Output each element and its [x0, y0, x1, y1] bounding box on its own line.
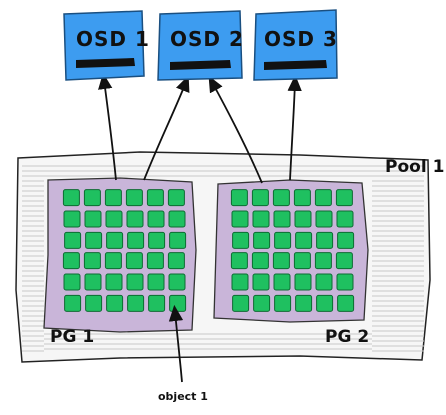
object-cell — [295, 231, 313, 249]
object-cell — [230, 189, 248, 207]
osd-2-bar — [170, 60, 231, 70]
object-cell — [252, 210, 270, 228]
arrow-pg2-osd2 — [208, 75, 263, 184]
osd-1-bar — [76, 58, 135, 68]
object-cell — [83, 252, 101, 270]
object-cell — [251, 189, 269, 207]
osd-2: OSD 2 — [157, 10, 244, 81]
object-cell — [64, 231, 82, 249]
object-cell — [293, 189, 311, 207]
object-cell — [125, 189, 143, 207]
object-cell — [104, 252, 122, 270]
object-cell — [232, 294, 250, 312]
object-cell — [336, 210, 354, 228]
object-cell — [273, 210, 291, 228]
object-cell — [125, 252, 143, 270]
pg-2: PG 2 — [213, 179, 369, 347]
object-cell — [62, 252, 80, 270]
object-cell — [274, 231, 292, 249]
osd-1: OSD 1 — [63, 10, 150, 81]
osd-3: OSD 3 — [253, 9, 338, 81]
object-cell — [148, 231, 166, 249]
object-cell — [106, 231, 124, 249]
object-cell — [148, 294, 166, 312]
osd-2-label: OSD 2 — [170, 27, 244, 51]
object-cell — [127, 231, 145, 249]
object-cell — [230, 252, 248, 270]
object-cell — [85, 294, 103, 312]
object-cell — [83, 189, 101, 207]
object-cell — [232, 231, 250, 249]
pg-2-label: PG 2 — [325, 327, 369, 347]
arrow-pg1-osd2 — [143, 75, 190, 181]
osd-3-bar — [264, 60, 327, 70]
pg-1-objects — [62, 189, 187, 312]
object-cell — [85, 231, 103, 249]
object-cell — [104, 189, 122, 207]
object-cell — [316, 294, 334, 312]
arrow-pg2-osd3 — [287, 74, 302, 181]
object-cell — [273, 273, 291, 291]
object-cell — [168, 273, 186, 291]
arrow-object-pg1 — [168, 304, 184, 383]
pool-hatch — [22, 165, 424, 352]
object-cell — [169, 294, 187, 312]
object-cell — [294, 210, 312, 228]
object-cell — [231, 210, 249, 228]
pg-1-label: PG 1 — [50, 327, 94, 347]
object-cell — [126, 210, 144, 228]
object-cell — [231, 273, 249, 291]
object-cell — [272, 252, 290, 270]
arrows — [98, 72, 302, 383]
osd-3-label: OSD 3 — [264, 27, 338, 51]
object-cell — [105, 273, 123, 291]
object-cell — [253, 231, 271, 249]
object-cell — [337, 294, 355, 312]
object-cell — [146, 189, 164, 207]
object-cell — [293, 252, 311, 270]
osd-1-label: OSD 1 — [76, 27, 150, 51]
object-cell — [315, 210, 333, 228]
object-label: object 1 — [158, 390, 208, 403]
object-cell — [335, 189, 353, 207]
object-cell — [169, 231, 187, 249]
object-cell — [167, 189, 185, 207]
object-cell — [147, 273, 165, 291]
object-cell — [251, 252, 269, 270]
pg-1: PG 1 — [43, 177, 197, 347]
object-cell — [84, 273, 102, 291]
object-cell — [253, 294, 271, 312]
object-cell — [272, 189, 290, 207]
object-cell — [252, 273, 270, 291]
object-cell — [105, 210, 123, 228]
object-cell — [126, 273, 144, 291]
object-cell — [274, 294, 292, 312]
object-cell — [335, 252, 353, 270]
object-cell — [337, 231, 355, 249]
object-cell — [63, 210, 81, 228]
object-cell — [316, 231, 334, 249]
object-cell — [146, 252, 164, 270]
object-cell — [294, 273, 312, 291]
object-cell — [84, 210, 102, 228]
object-cell — [336, 273, 354, 291]
object-cell — [314, 189, 332, 207]
object-cell — [62, 189, 80, 207]
object-cell — [63, 273, 81, 291]
object-cell — [314, 252, 332, 270]
arrow-pg1-osd1 — [98, 72, 117, 181]
object-cell — [295, 294, 313, 312]
object-cell — [127, 294, 145, 312]
object-cell — [168, 210, 186, 228]
object-cell — [315, 273, 333, 291]
object-cell — [64, 294, 82, 312]
object-cell — [106, 294, 124, 312]
object-cell — [147, 210, 165, 228]
pg-2-objects — [230, 189, 355, 312]
object-cell — [167, 252, 185, 270]
pool-label: Pool 1 — [385, 157, 444, 177]
